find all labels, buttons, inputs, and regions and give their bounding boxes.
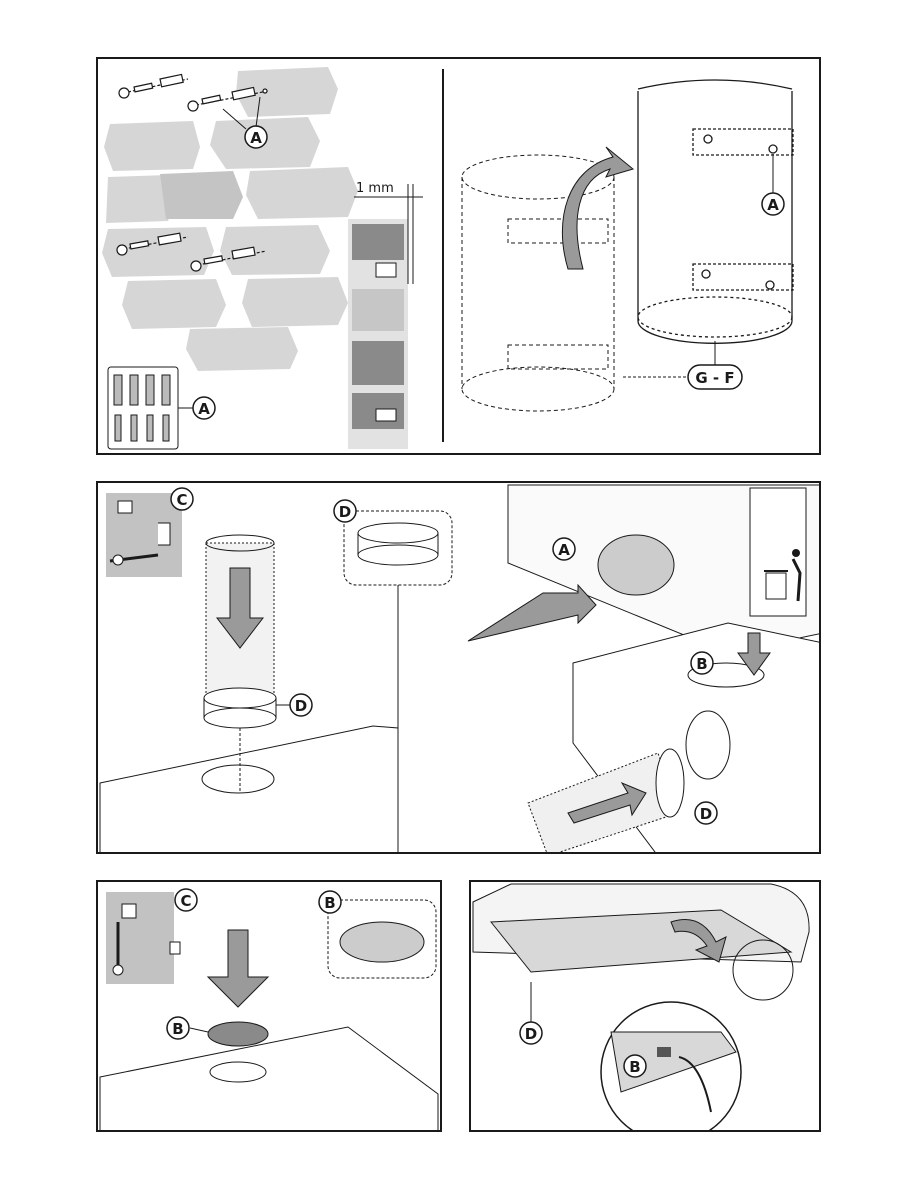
move-arrow [562,147,633,269]
cover-install-diagram: C B B [98,882,442,1132]
carbon-filter-cylinder [204,535,276,728]
label-d-filter: D [295,697,307,715]
panel-grease-filter: D B [469,880,821,1132]
label-d-inset: D [339,503,351,521]
label-a: A [250,129,262,147]
hood-top-cover [100,1027,438,1132]
filter-installation-diagram: C D D A [98,483,821,854]
cover-disc [208,1022,268,1046]
fixing-kit-box [108,367,193,449]
down-arrow [208,930,268,1007]
label-a-grease: A [558,541,570,559]
label-b-cover: B [172,1020,183,1038]
panel-wall-mounting: A A 1 mm [96,57,821,455]
grease-filter-diagram: D B [471,882,821,1132]
wall-mounting-diagram: A A 1 mm [98,59,821,455]
push-arrow [468,585,596,641]
label-d-grease: D [525,1025,537,1043]
label-b-side: B [696,655,707,673]
label-c: C [176,491,187,509]
gap-measure-label: 1 mm [356,181,394,196]
panel-filter-installation: C D D A [96,481,821,854]
label-c-2: C [180,892,191,910]
chimney-dashed [462,155,614,411]
label-b-inset: B [324,894,335,912]
control-inset [106,493,182,577]
label-a-kit: A [198,400,210,418]
wall-section [348,184,423,449]
label-d-side: D [700,805,712,823]
label-gf: G - F [695,369,734,387]
label-a-chimney: A [767,196,779,214]
panel-cover-install: C B B [96,880,442,1132]
label-b-latch: B [629,1058,640,1076]
brick-wall [102,67,358,371]
